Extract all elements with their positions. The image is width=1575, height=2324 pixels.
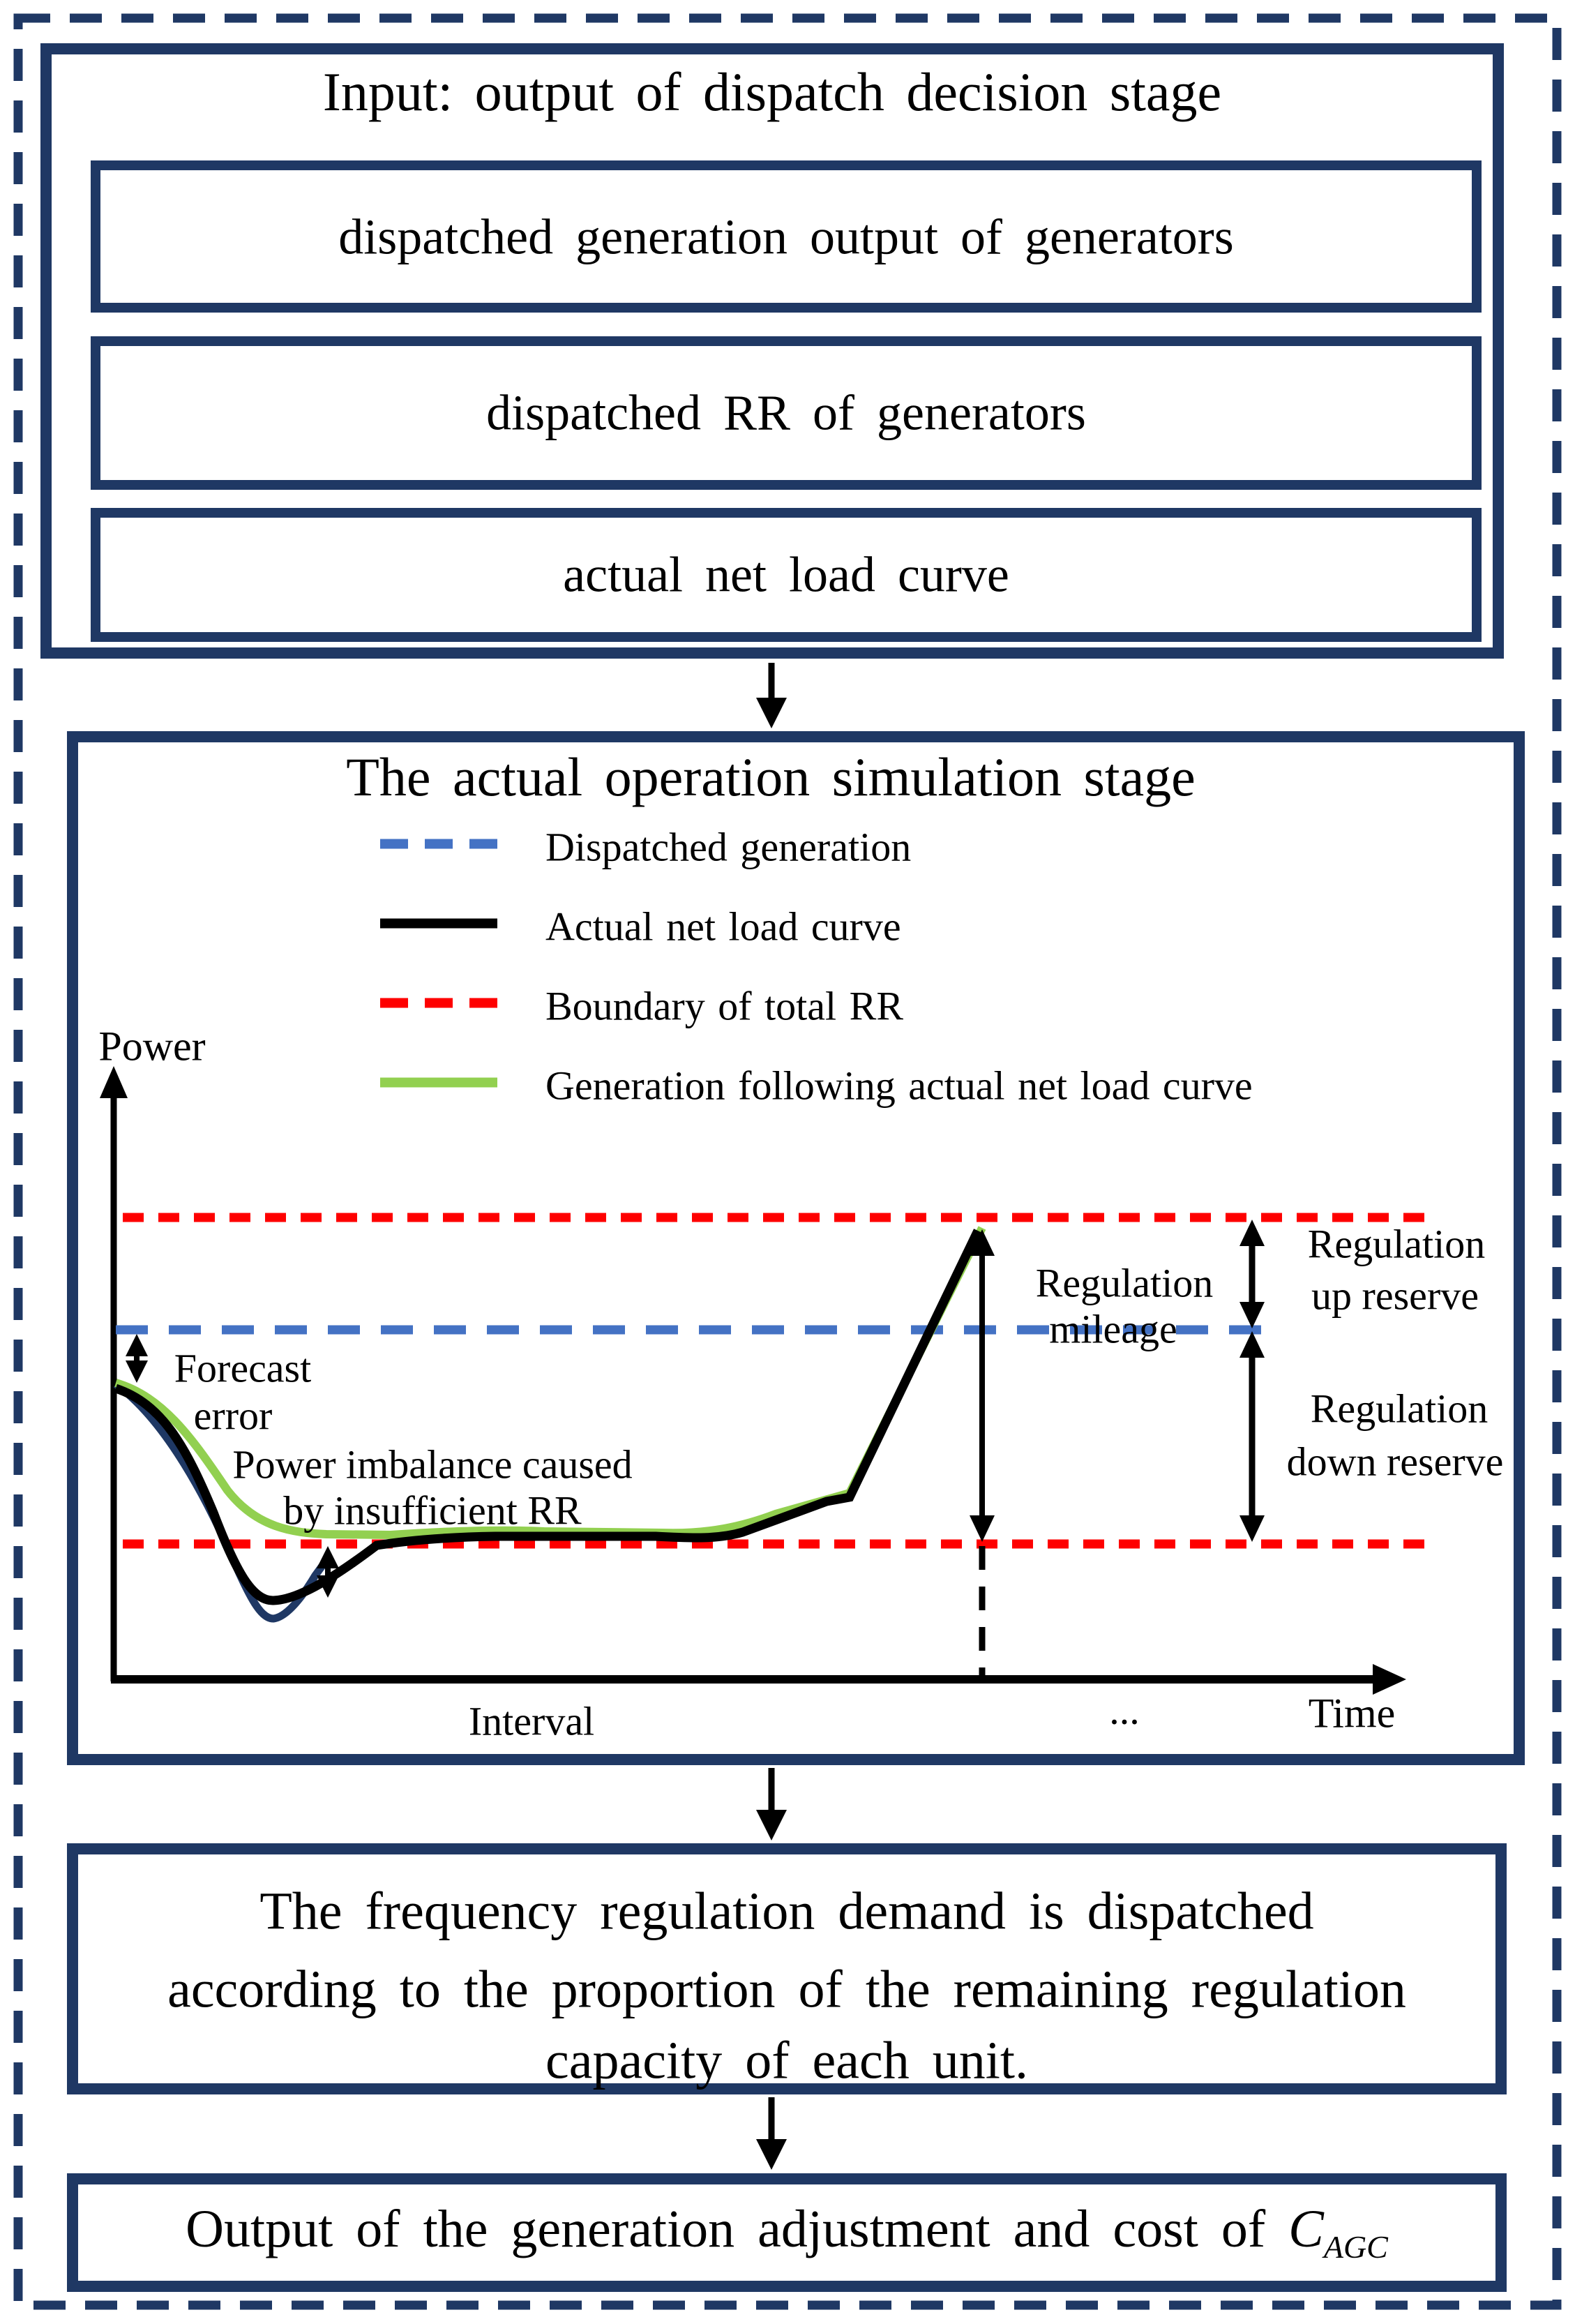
simulation-stage-title: The actual operation simulation stage	[346, 747, 1196, 808]
flow-arrow-2	[756, 1768, 787, 1841]
up-arrowhead-icon	[1239, 1331, 1265, 1358]
forecast-error-label-line2: error	[193, 1393, 273, 1439]
input-sub-box-rr	[91, 336, 1482, 490]
input-sub-box-netload	[91, 508, 1482, 642]
legend-swatch-dispatched-generation	[380, 839, 497, 853]
ellipsis-label: ...	[1109, 1687, 1140, 1733]
forecast-error-arrow	[126, 1334, 148, 1383]
up-reserve-label-line2: up reserve	[1311, 1273, 1479, 1319]
legend-label-generation-following: Generation following actual net load cur…	[545, 1063, 1253, 1109]
input-sub-box-generation	[91, 160, 1482, 313]
right-arrowhead-icon	[1373, 1664, 1406, 1695]
regulation-mileage-label-line2: mileage	[1049, 1306, 1177, 1352]
cost-symbol: C	[1288, 2199, 1324, 2258]
down-arrowhead-icon	[756, 2139, 787, 2170]
output-stage-text: Output of the generation adjustment and …	[186, 2199, 1388, 2266]
output-stage-box	[67, 2173, 1507, 2292]
cost-subscript: AGC	[1323, 2229, 1388, 2265]
down-arrowhead-icon	[1239, 1515, 1265, 1542]
input-stage-box	[40, 43, 1504, 659]
legend-label-rr-boundary: Boundary of total RR	[545, 983, 904, 1029]
legend-swatch-generation-following	[380, 1077, 497, 1092]
imbalance-label-line2: by insufficient RR	[283, 1487, 582, 1534]
generation-following-curve	[114, 1226, 986, 1540]
down-reserve-arrow	[1239, 1331, 1265, 1542]
up-arrowhead-icon	[126, 1334, 148, 1356]
up-arrowhead-icon	[970, 1229, 995, 1256]
up-arrowhead-icon	[100, 1066, 128, 1098]
power-axis-label: Power	[98, 1023, 206, 1070]
down-arrowhead-icon	[126, 1360, 148, 1383]
y-axis	[100, 1066, 128, 1681]
up-arrowhead-icon	[1239, 1220, 1265, 1246]
input-sub-box-generation-label: dispatched generation output of generato…	[338, 209, 1234, 265]
input-sub-box-netload-label: actual net load curve	[563, 546, 1009, 603]
input-sub-box-rr-label: dispatched RR of generators	[486, 384, 1086, 441]
frequency-stage-text-line2: according to the proportion of the remai…	[167, 1960, 1406, 2019]
output-stage-text-prefix: Output of the generation adjustment and …	[186, 2199, 1266, 2258]
up-reserve-arrow	[1239, 1220, 1265, 1328]
down-arrowhead-icon	[317, 1575, 339, 1598]
down-arrowhead-icon	[756, 1810, 787, 1841]
flow-arrow-3	[756, 2097, 787, 2170]
down-reserve-label-line2: down reserve	[1286, 1439, 1504, 1485]
imbalance-arrow	[317, 1546, 339, 1598]
up-arrowhead-icon	[317, 1546, 339, 1568]
legend-swatch-actual-net-load	[380, 918, 497, 933]
forecast-error-label-line1: Forecast	[174, 1345, 312, 1391]
flow-arrow-1	[756, 663, 787, 728]
time-axis-label: Time	[1308, 1690, 1396, 1737]
up-reserve-label-line1: Regulation	[1307, 1221, 1486, 1267]
regulation-mileage-arrow	[970, 1229, 995, 1542]
x-axis	[111, 1664, 1406, 1695]
down-arrowhead-icon	[1239, 1302, 1265, 1328]
legend-label-dispatched-generation: Dispatched generation	[545, 824, 912, 870]
actual-net-load-curve	[114, 1229, 982, 1605]
down-arrowhead-icon	[970, 1515, 995, 1542]
frequency-stage-box	[67, 1843, 1507, 2094]
imbalance-label-line1: Power imbalance caused	[232, 1441, 633, 1487]
outer-dashed-border	[13, 13, 1562, 2310]
simulation-stage-box	[67, 731, 1525, 1765]
down-reserve-label-line1: Regulation	[1310, 1386, 1489, 1432]
down-arrowhead-icon	[756, 698, 787, 728]
regulation-mileage-label-line1: Regulation	[1035, 1260, 1214, 1306]
legend-swatch-rr-boundary	[380, 998, 497, 1012]
interval-label: Interval	[468, 1698, 595, 1744]
frequency-stage-text-line1: The frequency regulation demand is dispa…	[259, 1882, 1314, 1941]
legend-label-actual-net-load: Actual net load curve	[545, 904, 901, 950]
frequency-stage-text-line3: capacity of each unit.	[545, 2031, 1028, 2090]
input-stage-title: Input: output of dispatch decision stage	[322, 61, 1222, 123]
